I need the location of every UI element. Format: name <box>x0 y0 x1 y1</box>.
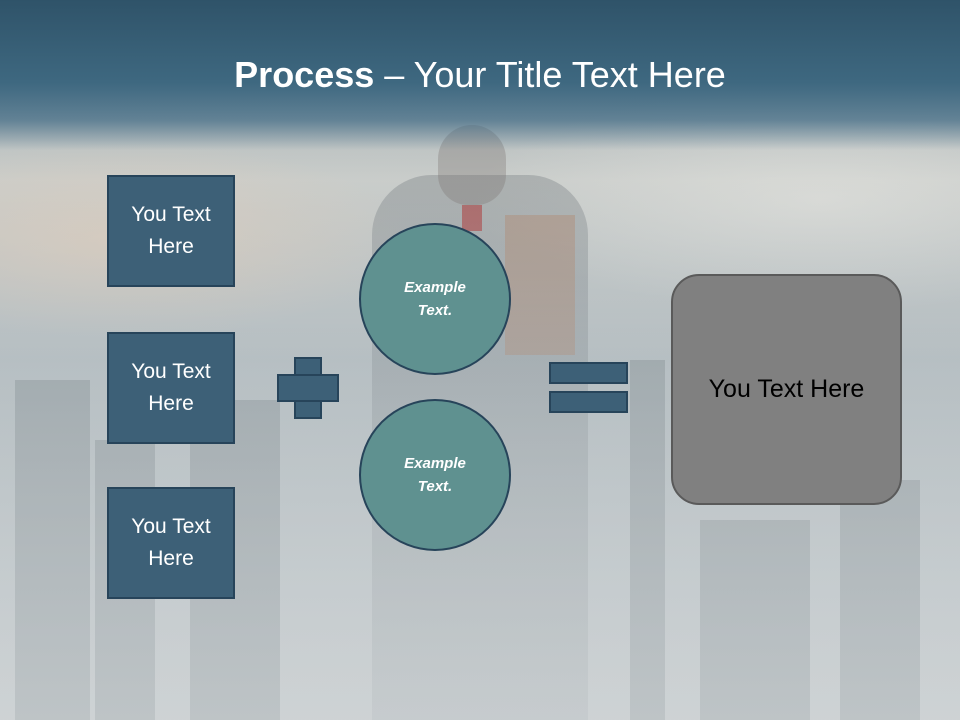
example-circle-1: Example Text. <box>359 223 511 375</box>
text-box-2: You Text Here <box>107 332 235 444</box>
equals-bottom-bar <box>549 391 628 413</box>
building-shape <box>700 520 810 720</box>
building-shape <box>840 480 920 720</box>
person-tie <box>462 205 482 231</box>
slide-title: Process – Your Title Text Here <box>0 52 960 98</box>
title-bar <box>0 0 960 150</box>
title-rest: – Your Title Text Here <box>374 54 726 95</box>
building-shape <box>630 360 665 720</box>
title-bold: Process <box>234 54 375 95</box>
equals-top-bar <box>549 362 628 384</box>
result-box: You Text Here <box>671 274 902 505</box>
held-sign <box>505 215 575 355</box>
example-circle-2: Example Text. <box>359 399 511 551</box>
building-shape <box>15 380 90 720</box>
text-box-3: You Text Here <box>107 487 235 599</box>
plus-center <box>296 376 320 400</box>
text-box-1: You Text Here <box>107 175 235 287</box>
